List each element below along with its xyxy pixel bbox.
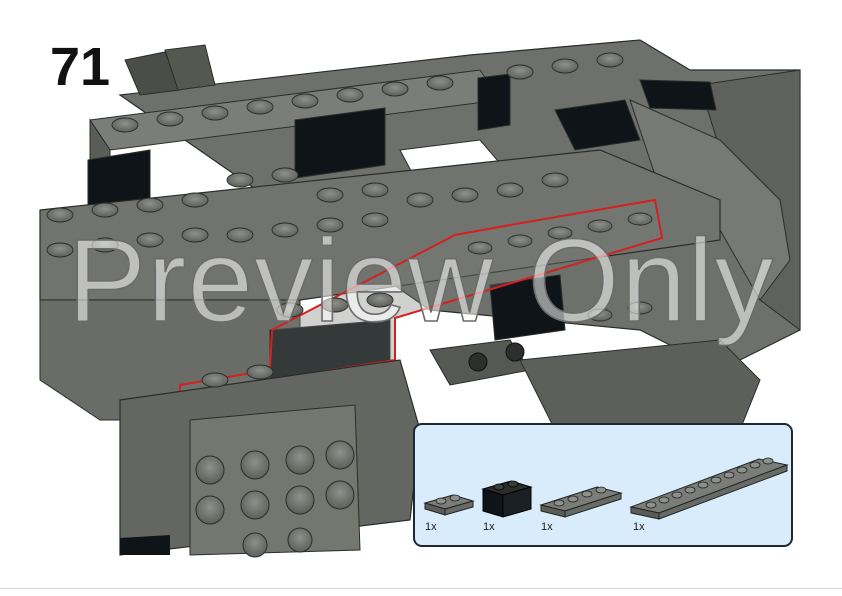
page-footer-rule: [0, 588, 842, 589]
plate-1x4-dark-gray-icon: [539, 486, 623, 518]
plate-1x2-dark-gray-icon: [423, 494, 475, 516]
plate-1x10-dark-gray-icon: [629, 457, 789, 520]
part-qty: 1x: [483, 521, 495, 533]
part-qty: 1x: [541, 521, 553, 533]
preview-watermark: Preview Only: [67, 215, 775, 347]
part-qty: 1x: [425, 521, 437, 533]
step-number: 71: [50, 37, 111, 97]
part-qty: 1x: [633, 521, 645, 533]
parts-list-panel: 1x 1x 1x: [413, 423, 793, 547]
brick-1x2-black-icon: [481, 480, 533, 518]
